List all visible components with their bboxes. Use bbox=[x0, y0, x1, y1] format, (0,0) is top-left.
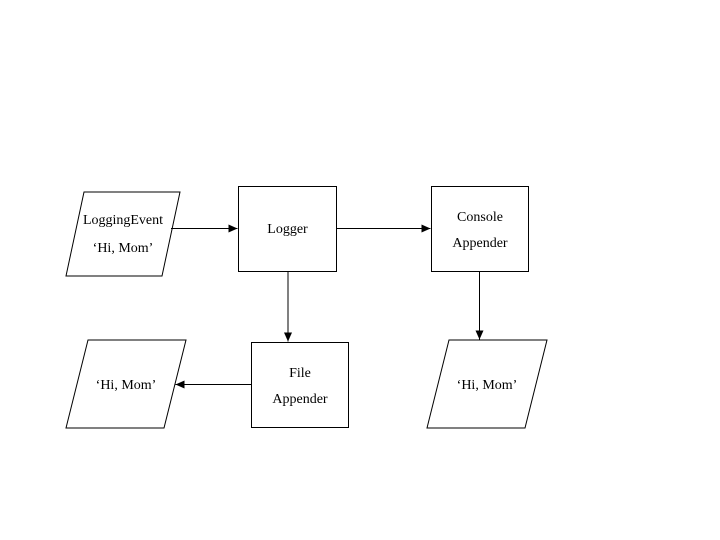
file-appender-label-line1: File bbox=[289, 366, 311, 381]
file-appender-label-line2: Appender bbox=[272, 392, 328, 407]
console-appender-node: Console Appender bbox=[431, 186, 529, 272]
file-output-node: ‘Hi, Mom’ bbox=[65, 339, 187, 429]
logger-label: Logger bbox=[267, 222, 308, 237]
logger-rectangle bbox=[238, 186, 337, 272]
file-output-parallelogram bbox=[65, 339, 187, 429]
logging-event-label-line1: LoggingEvent bbox=[83, 213, 163, 228]
console-output-label: ‘Hi, Mom’ bbox=[457, 378, 518, 393]
logging-event-parallelogram bbox=[65, 191, 181, 277]
file-appender-rectangle bbox=[251, 342, 349, 428]
console-appender-rectangle bbox=[431, 186, 529, 272]
file-appender-node: File Appender bbox=[251, 342, 349, 428]
console-output-parallelogram bbox=[426, 339, 548, 429]
console-appender-label-line2: Appender bbox=[452, 236, 508, 251]
console-appender-label-line1: Console bbox=[457, 210, 503, 225]
file-output-label: ‘Hi, Mom’ bbox=[96, 378, 157, 393]
logging-event-node: LoggingEvent ‘Hi, Mom’ bbox=[65, 191, 181, 277]
logging-event-label-line2: ‘Hi, Mom’ bbox=[93, 241, 154, 256]
console-output-node: ‘Hi, Mom’ bbox=[426, 339, 548, 429]
logger-node: Logger bbox=[238, 186, 337, 272]
